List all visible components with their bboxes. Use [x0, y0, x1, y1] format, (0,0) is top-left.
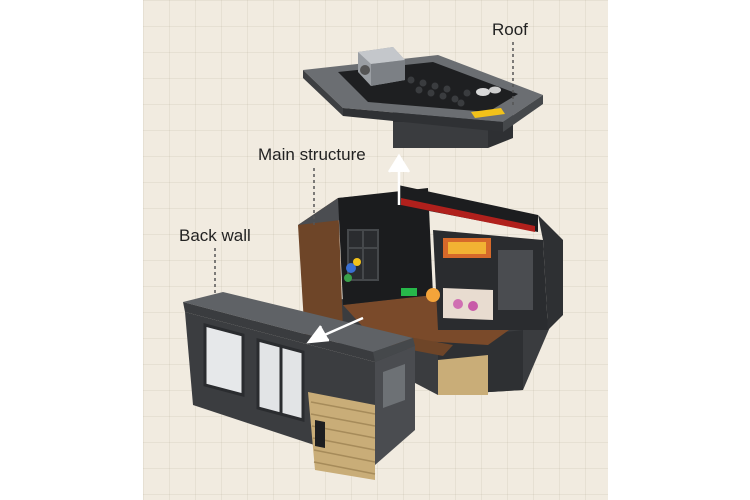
roof-piece: [303, 47, 543, 148]
back-wall-piece: [183, 292, 415, 480]
back-wall-label: Back wall: [179, 226, 251, 245]
main-structure-label: Main structure: [258, 145, 366, 164]
roof-label: Roof: [492, 20, 528, 39]
up-arrow: [387, 153, 411, 205]
product-image: Roof Main structure Back wall: [143, 0, 608, 500]
left-arrow: [306, 316, 364, 344]
leader-lines: [214, 42, 514, 295]
exploded-building-model: [183, 42, 563, 480]
air-conditioner-brick: [358, 47, 405, 86]
